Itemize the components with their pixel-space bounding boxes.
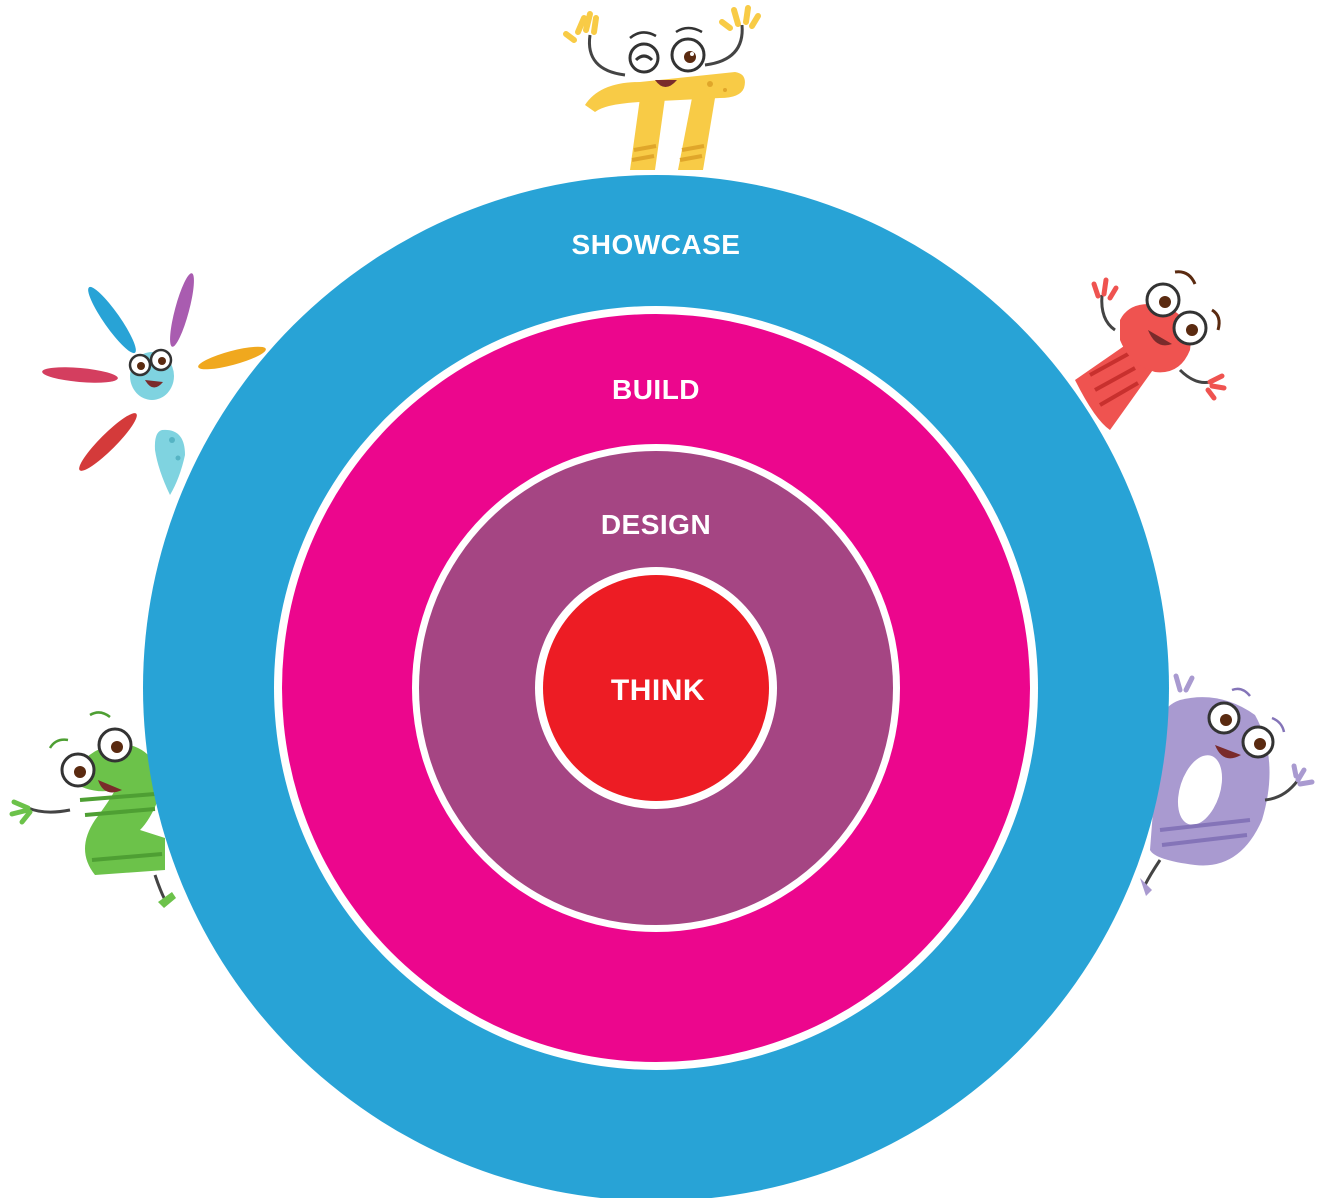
build-label: BUILD — [612, 374, 700, 405]
radical-mascot-icon — [1075, 270, 1227, 430]
two-mascot-icon — [9, 711, 176, 908]
zero-mascot-icon — [1140, 673, 1315, 896]
ring-group — [143, 175, 1169, 1198]
think-core — [543, 575, 769, 801]
showcase-label: SHOWCASE — [572, 229, 741, 260]
pi-symbol-mascot-icon — [563, 5, 761, 170]
star-burst-mascot-icon — [42, 273, 266, 495]
design-label: DESIGN — [601, 509, 711, 540]
think-label: THINK — [611, 674, 705, 707]
